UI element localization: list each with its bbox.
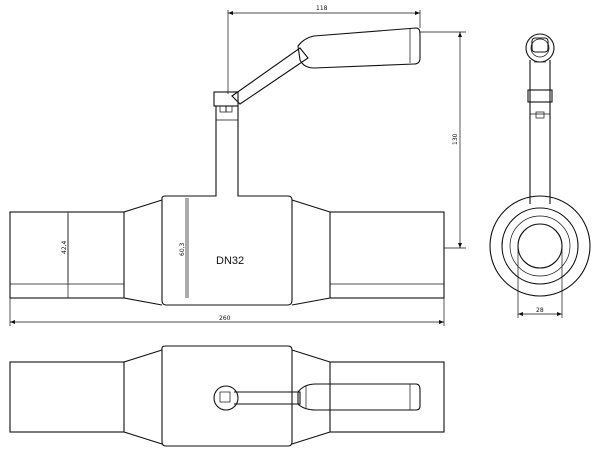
valve-body: [161, 105, 293, 306]
dim-length-text: 260: [219, 315, 231, 322]
dim-pipe-od: 42,4: [61, 214, 69, 282]
top-view: [9, 345, 445, 447]
right-reducer: [291, 199, 331, 306]
dim-height: 130: [420, 31, 466, 249]
top-handle: [234, 383, 421, 411]
left-pipe: [9, 211, 125, 299]
side-bore-circle: [517, 223, 563, 269]
dim-height-text: 130: [452, 133, 459, 145]
dim-body-od: 60,3: [179, 242, 186, 256]
dim-handle-reach-text: 118: [316, 5, 328, 12]
left-reducer: [123, 199, 163, 306]
front-view: DN32 118 130 42,4 60,3: [9, 5, 466, 326]
side-handle-end: [525, 33, 555, 63]
dim-length: 260: [9, 298, 445, 326]
side-view: 28: [489, 33, 591, 318]
top-stem-circle: [213, 385, 239, 411]
dim-body-od-text: 60,3: [179, 242, 186, 256]
handle: [231, 27, 421, 105]
dim-pipe-od-text: 42,4: [61, 240, 68, 254]
stem-cap: [213, 91, 239, 121]
dim-bore: 28: [517, 246, 563, 318]
dim-bore-text: 28: [536, 307, 544, 314]
dim-handle-reach: 118: [227, 5, 421, 94]
right-pipe: [329, 211, 445, 299]
side-outer-circle: [489, 195, 591, 297]
dn-label: DN32: [216, 255, 244, 267]
